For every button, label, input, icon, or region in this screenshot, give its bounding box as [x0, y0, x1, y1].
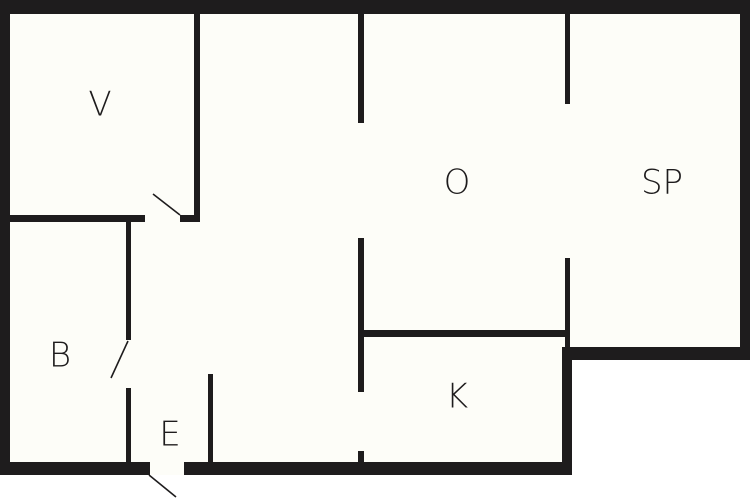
b-room-wall-upper	[126, 222, 131, 340]
o-left-wall-top	[358, 12, 364, 123]
top-wall	[0, 0, 750, 14]
bottom-wall-right	[184, 462, 572, 475]
bottom-wall-left	[0, 462, 150, 475]
doors	[110, 193, 181, 498]
b-room-wall-lower	[126, 388, 131, 463]
outer-walls	[0, 0, 750, 475]
room-label-v: V	[88, 85, 111, 125]
o-k-divider	[358, 330, 566, 337]
sp-divider-top	[565, 12, 570, 104]
room-label-b: B	[49, 336, 71, 376]
floor-area	[0, 0, 750, 475]
left-wall	[0, 0, 10, 475]
room-labels: V O SP B K E	[49, 85, 683, 455]
right-wall	[740, 0, 750, 360]
v-room-bottom-wall-right	[180, 215, 200, 222]
v-room-bottom-wall-left	[10, 215, 145, 222]
v-room-right-wall	[194, 10, 200, 222]
o-left-wall-mid	[358, 238, 364, 392]
entrance-door[interactable]	[148, 474, 177, 498]
room-label-o: O	[444, 163, 471, 203]
o-left-wall-bottom	[358, 451, 364, 463]
right-step-wall	[562, 347, 750, 360]
room-label-k: K	[446, 377, 468, 417]
room-label-sp: SP	[641, 163, 683, 203]
v-room-door[interactable]	[152, 193, 181, 216]
kitchen-right-wall	[562, 347, 572, 475]
room-label-e: E	[159, 415, 180, 455]
sp-divider-bottom	[565, 258, 570, 348]
interior-walls	[10, 10, 570, 463]
b-room-door[interactable]	[110, 340, 129, 379]
e-partition	[208, 374, 213, 463]
